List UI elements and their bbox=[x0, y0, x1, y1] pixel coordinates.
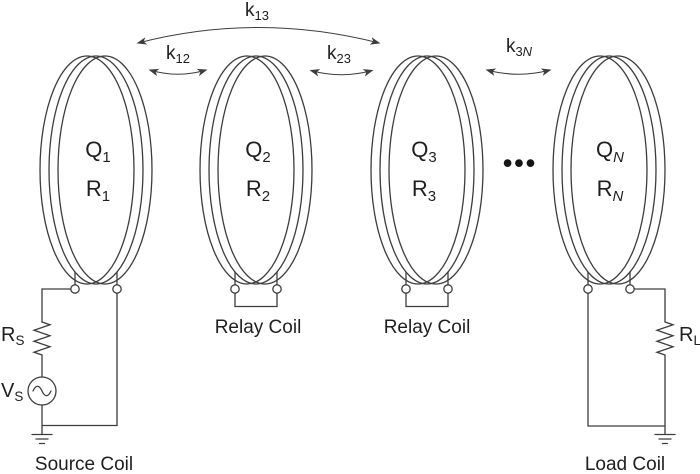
more-coils-ellipsis: ••• bbox=[502, 148, 538, 178]
load-resistor bbox=[655, 321, 676, 356]
coil2-r: R2 bbox=[245, 176, 271, 205]
coil3-q: Q3 bbox=[411, 137, 437, 166]
relay-coil-2-winding bbox=[199, 55, 313, 285]
source-ground-icon bbox=[31, 433, 53, 445]
source-voltage-label: VS bbox=[1, 380, 24, 404]
coil-terminal bbox=[401, 284, 411, 294]
relay-coil-2-terminals bbox=[230, 271, 282, 308]
coupling-label-k3N: k3N bbox=[506, 37, 532, 62]
coupling-arrow-k12 bbox=[148, 68, 208, 77]
coupling-label-k23: k23 bbox=[327, 44, 351, 69]
k3N-sub-digit: 3 bbox=[515, 44, 523, 59]
relay-coil-3-caption: Relay Coil bbox=[383, 317, 471, 338]
coil-terminal bbox=[443, 284, 453, 294]
coilN-r: RN bbox=[596, 176, 624, 205]
source-resistor bbox=[32, 321, 53, 356]
coil1-qr-label: Q1 R1 bbox=[85, 134, 110, 212]
relay-coil-3-winding bbox=[370, 55, 484, 285]
k23-base: k bbox=[327, 43, 337, 64]
k23-sub: 23 bbox=[336, 51, 351, 66]
load-ground-icon bbox=[654, 433, 676, 445]
coil-terminal bbox=[272, 284, 282, 294]
load-coil-caption: Load Coil bbox=[584, 454, 666, 474]
coil-terminal bbox=[112, 284, 122, 294]
coil2-q: Q2 bbox=[245, 137, 271, 166]
source-coil-winding bbox=[39, 55, 153, 285]
k13-base: k bbox=[245, 0, 255, 21]
k3N-sub-var: N bbox=[522, 44, 533, 59]
coupling-label-k13: k13 bbox=[245, 1, 269, 26]
coil1-r: R1 bbox=[85, 176, 111, 205]
source-coil-terminals bbox=[70, 271, 122, 294]
load-circuit-wiring bbox=[587, 288, 666, 436]
coil-terminal bbox=[625, 284, 635, 294]
relay-coil-2-caption: Relay Coil bbox=[214, 317, 302, 338]
coil3-r: R3 bbox=[411, 176, 437, 205]
coil-terminal bbox=[70, 284, 80, 294]
coupling-label-k12: k12 bbox=[166, 44, 190, 69]
k13-sub: 13 bbox=[254, 8, 269, 23]
coupling-arrow-k13 bbox=[136, 26, 381, 45]
source-circuit-wiring bbox=[41, 288, 118, 436]
ac-source-icon bbox=[27, 376, 57, 406]
k12-base: k bbox=[166, 43, 176, 64]
source-resistor-label: RS bbox=[1, 324, 25, 348]
coil3-qr-label: Q3 R3 bbox=[411, 134, 436, 212]
relay-coil-3-terminals bbox=[401, 271, 453, 308]
relay-coil-3-shorting-wire bbox=[405, 292, 449, 308]
coupling-arrow-k23 bbox=[309, 69, 374, 77]
coil-terminal bbox=[583, 284, 593, 294]
coil-terminal bbox=[230, 284, 240, 294]
coupling-arrow-k3N bbox=[485, 68, 552, 76]
load-resistor-label: RL bbox=[679, 324, 700, 348]
source-coil-caption: Source Coil bbox=[34, 454, 134, 474]
coil1-q: Q1 bbox=[85, 137, 111, 166]
coilN-qr-label: QN RN bbox=[596, 134, 624, 212]
k12-sub: 12 bbox=[175, 51, 190, 66]
coilN-q: QN bbox=[596, 137, 624, 166]
load-coil-winding bbox=[552, 55, 666, 285]
coil2-qr-label: Q2 R2 bbox=[245, 134, 270, 212]
k3N-base: k bbox=[505, 36, 516, 57]
relay-coil-2-shorting-wire bbox=[234, 292, 278, 308]
